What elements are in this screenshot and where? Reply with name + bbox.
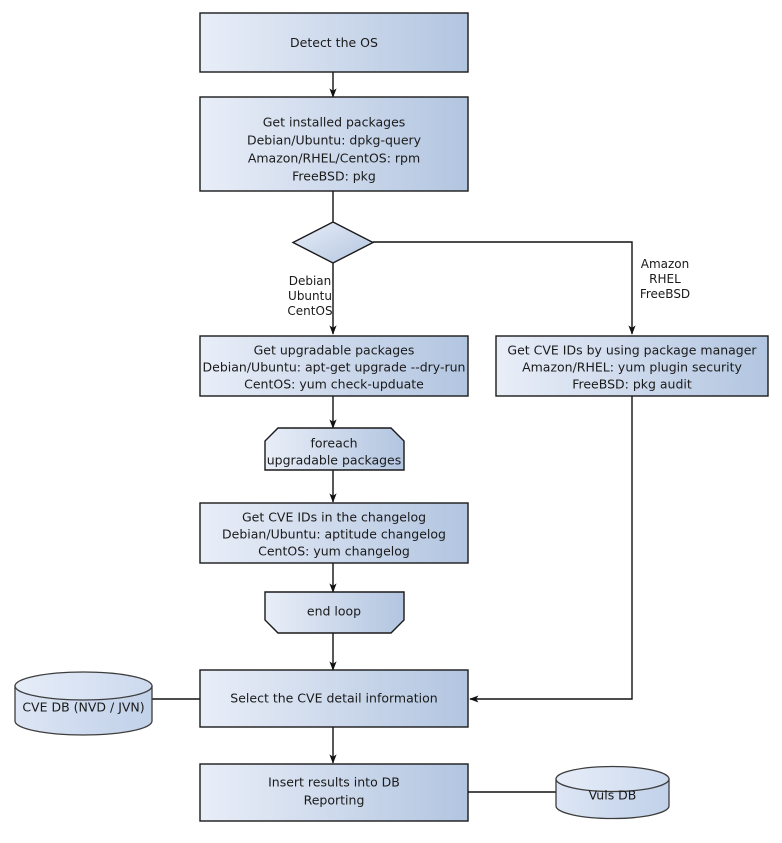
vuls-db-label: Vuls DB bbox=[589, 788, 637, 803]
node-detect-os[interactable]: Detect the OS bbox=[199, 12, 469, 73]
detect-os-box[interactable] bbox=[199, 12, 469, 73]
detect-os-label: Detect the OS bbox=[290, 35, 378, 50]
left-branch-label-1: Debian bbox=[289, 274, 332, 288]
end-loop-label: end loop bbox=[307, 604, 361, 619]
edge-label-left-branch: Debian Ubuntu CentOS bbox=[287, 274, 332, 318]
right-branch-label-1: Amazon bbox=[641, 257, 690, 271]
node-select-cve-detail[interactable]: Select the CVE detail information bbox=[199, 669, 469, 728]
edge-decision-right-branch bbox=[373, 241, 636, 335]
get-cve-ids-changelog-line-1: Get CVE IDs in the changelog bbox=[242, 510, 426, 525]
node-get-cve-ids-pkg-manager[interactable]: Get CVE IDs by using package manager Ama… bbox=[495, 335, 769, 397]
foreach-loop-line-1: foreach bbox=[310, 436, 357, 451]
node-vuls-db[interactable]: Vuls DB bbox=[555, 765, 670, 820]
get-cve-ids-changelog-line-2: Debian/Ubuntu: aptitude changelog bbox=[222, 527, 446, 542]
get-cve-ids-pkg-manager-line-3: FreeBSD: pkg audit bbox=[572, 377, 692, 392]
get-cve-ids-pkg-manager-box[interactable] bbox=[495, 335, 769, 397]
foreach-loop-shape[interactable] bbox=[264, 427, 405, 471]
left-branch-label-3: CentOS bbox=[287, 304, 332, 318]
edge-label-right-branch: Amazon RHEL FreeBSD bbox=[640, 257, 690, 301]
get-installed-packages-line-4: FreeBSD: pkg bbox=[292, 169, 376, 184]
node-end-loop[interactable]: end loop bbox=[264, 591, 405, 634]
node-get-cve-ids-changelog[interactable]: Get CVE IDs in the changelog Debian/Ubun… bbox=[199, 502, 469, 564]
connector-layer bbox=[152, 72, 636, 793]
node-get-installed-packages[interactable]: Get installed packages Debian/Ubuntu: dp… bbox=[199, 96, 469, 192]
right-branch-label-3: FreeBSD bbox=[640, 287, 690, 301]
get-installed-packages-line-2: Debian/Ubuntu: dpkg-query bbox=[247, 133, 422, 148]
get-installed-packages-line-1: Get installed packages bbox=[263, 115, 406, 130]
insert-results-line-2: Reporting bbox=[304, 793, 365, 808]
get-upgradable-packages-line-2: Debian/Ubuntu: apt-get upgrade --dry-run bbox=[203, 360, 466, 375]
select-cve-detail-label: Select the CVE detail information bbox=[230, 691, 437, 706]
node-foreach-loop-start[interactable]: foreach upgradable packages bbox=[264, 427, 405, 471]
node-cve-db[interactable]: CVE DB (NVD / JVN) bbox=[14, 671, 153, 736]
get-upgradable-packages-line-3: CentOS: yum check-upduate bbox=[244, 377, 424, 392]
cve-db-label: CVE DB (NVD / JVN) bbox=[22, 700, 144, 715]
os-decision-diamond[interactable] bbox=[291, 221, 375, 264]
insert-results-box[interactable] bbox=[199, 763, 469, 822]
cve-db-cylinder-top bbox=[14, 671, 153, 701]
get-installed-packages-box[interactable] bbox=[199, 96, 469, 192]
get-cve-ids-pkg-manager-line-1: Get CVE IDs by using package manager bbox=[507, 343, 757, 358]
select-cve-detail-box[interactable] bbox=[199, 669, 469, 728]
node-os-decision[interactable] bbox=[291, 221, 375, 264]
get-cve-ids-changelog-box[interactable] bbox=[199, 502, 469, 564]
right-branch-label-2: RHEL bbox=[649, 272, 681, 286]
get-upgradable-packages-line-1: Get upgradable packages bbox=[254, 343, 415, 358]
node-insert-results[interactable]: Insert results into DB Reporting bbox=[199, 763, 469, 822]
insert-results-line-1: Insert results into DB bbox=[268, 775, 400, 790]
foreach-loop-line-2: upgradable packages bbox=[267, 453, 402, 468]
end-loop-shape[interactable] bbox=[264, 591, 405, 634]
node-get-upgradable-packages[interactable]: Get upgradable packages Debian/Ubuntu: a… bbox=[199, 335, 469, 397]
vuls-db-cylinder-top bbox=[555, 765, 670, 793]
get-installed-packages-line-3: Amazon/RHEL/CentOS: rpm bbox=[248, 151, 420, 166]
get-cve-ids-changelog-line-3: CentOS: yum changelog bbox=[258, 544, 410, 559]
edge-pkgmanager-to-select bbox=[469, 396, 633, 703]
left-branch-label-2: Ubuntu bbox=[288, 289, 332, 303]
get-cve-ids-pkg-manager-line-2: Amazon/RHEL: yum plugin security bbox=[522, 360, 742, 375]
get-upgradable-packages-box[interactable] bbox=[199, 335, 469, 397]
